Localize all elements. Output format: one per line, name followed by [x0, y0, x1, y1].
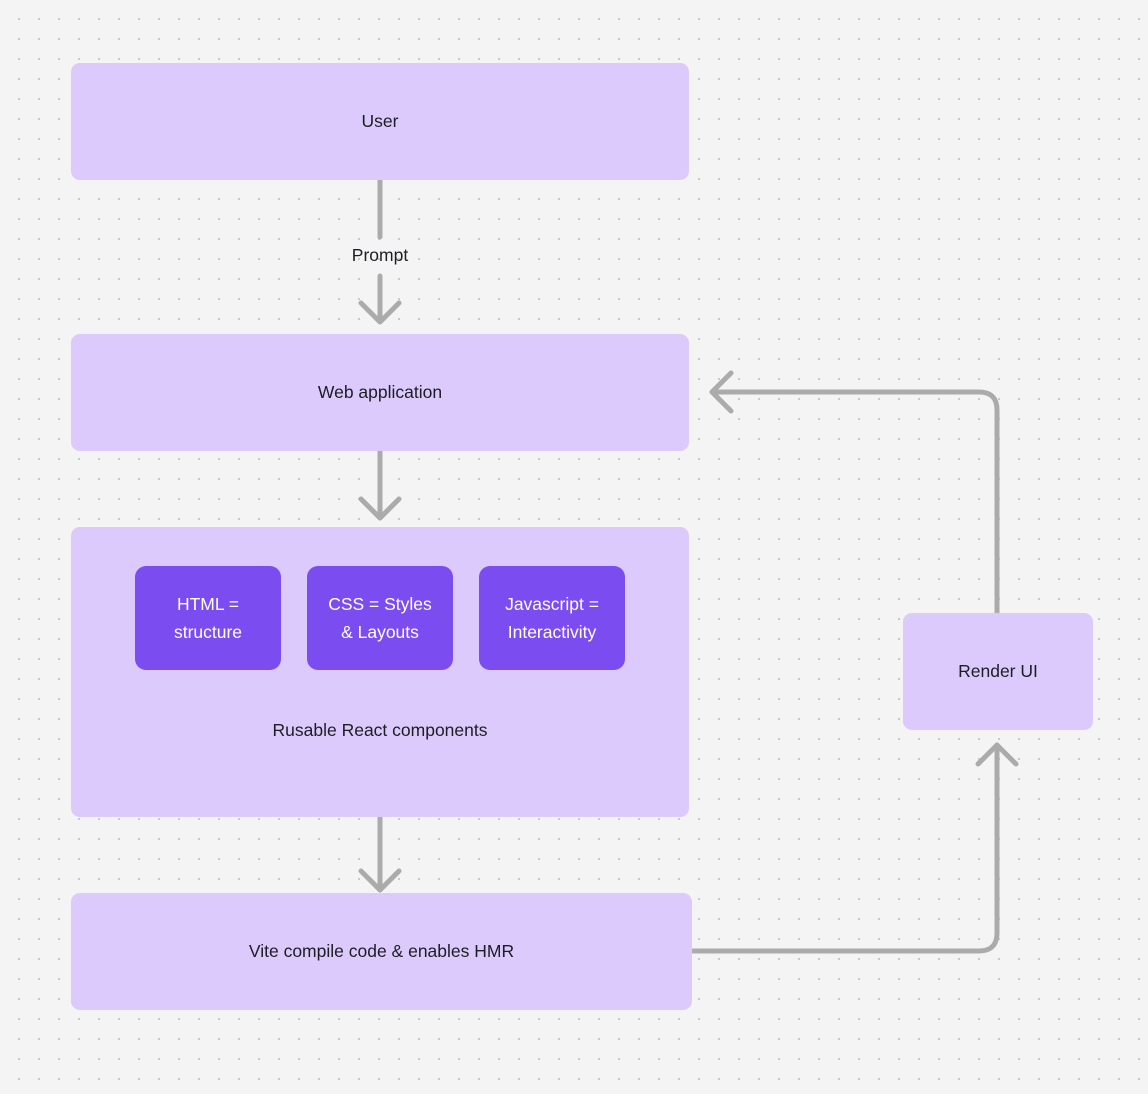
chip-html-label: HTML = structure [174, 590, 242, 647]
chip-javascript-line1: Javascript = [505, 593, 599, 614]
chip-html-line2: structure [173, 622, 243, 642]
edge-label-prompt: Prompt [315, 245, 445, 266]
node-user[interactable]: User [71, 63, 689, 180]
chip-css[interactable]: CSS = Styles & Layouts [307, 566, 453, 670]
chip-css-label: CSS = Styles & Layouts [328, 590, 432, 647]
node-web-application[interactable]: Web application [71, 334, 689, 451]
chip-html-line1: HTML = [176, 593, 240, 614]
chip-html[interactable]: HTML = structure [135, 566, 281, 670]
node-vite[interactable]: Vite compile code & enables HMR [71, 893, 692, 1010]
chip-css-line2: & Layouts [341, 622, 419, 642]
edge-label-prompt-text: Prompt [351, 245, 409, 265]
node-vite-label: Vite compile code & enables HMR [248, 940, 515, 961]
node-user-label: User [361, 110, 399, 131]
chip-javascript[interactable]: Javascript = Interactivity [479, 566, 625, 670]
node-group-reusable-react-components[interactable]: HTML = structure CSS = Styles & Layouts … [71, 527, 689, 817]
edge-render-to-webapp [709, 370, 1000, 616]
edge-components-to-vite [358, 814, 402, 893]
node-render-ui[interactable]: Render UI [903, 613, 1093, 730]
group-caption-text: Rusable React components [272, 720, 488, 740]
chip-css-line1: CSS = Styles [328, 593, 432, 614]
chip-javascript-line2: Interactivity [507, 622, 597, 642]
chip-javascript-label: Javascript = Interactivity [505, 590, 599, 647]
edge-webapp-to-components [358, 448, 402, 521]
node-web-application-label: Web application [317, 381, 443, 402]
edge-vite-to-render [689, 742, 1019, 954]
chip-row: HTML = structure CSS = Styles & Layouts … [71, 566, 689, 670]
group-caption: Rusable React components [71, 720, 689, 741]
node-render-ui-label: Render UI [958, 660, 1038, 681]
